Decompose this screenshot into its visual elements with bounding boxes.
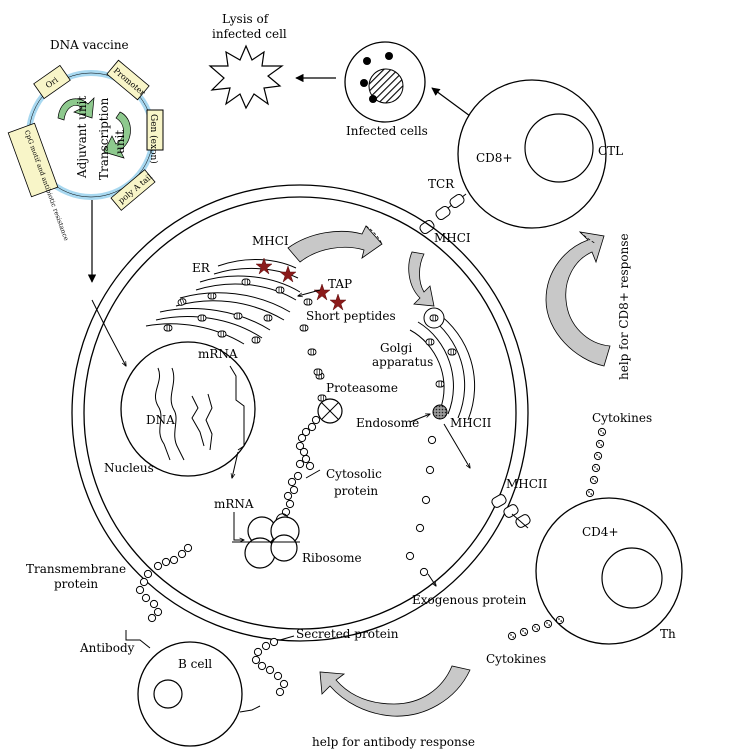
ribosome-label: Ribosome (302, 551, 362, 565)
lysis-group: Lysis of infected cell (208, 12, 336, 110)
help-cd8-label: help for CD8+ response (617, 233, 631, 380)
help-cd8-arrow (545, 231, 611, 367)
mhcii-mid-label: MHCII (450, 416, 492, 430)
proteasome-label: Proteasome (326, 381, 398, 395)
dna-vaccine-plasmid: DNA vaccine Ori Promoter Gen (exon) poly… (7, 38, 164, 242)
lysis-label-1: Lysis of (222, 12, 270, 26)
nucleus-label: Nucleus (104, 461, 154, 475)
th-cell: CD4+ Th (535, 497, 683, 645)
er-label: ER (192, 261, 211, 275)
proteasome (317, 394, 343, 424)
transmembrane-label-2: protein (54, 577, 98, 591)
vaccine-to-nucleus-arrow (91, 299, 126, 366)
transcription-unit-label-2: unit (113, 130, 127, 154)
plasmid-segment-ori: Ori (33, 64, 71, 100)
secreted-protein-chain (251, 637, 289, 697)
mrna-export-arrow (232, 451, 239, 478)
host-cell (71, 184, 529, 642)
ctl-label: CTL (598, 144, 623, 158)
cytosolic-label-1: Cytosolic (326, 467, 382, 481)
transmembrane-label-1: Transmembrane (26, 562, 126, 576)
antibody-line (125, 630, 151, 649)
cytokines-bottom-label: Cytokines (486, 652, 546, 666)
secreted-protein-label: Secreted protein (296, 627, 399, 641)
cytosolic-protein-chain (295, 415, 321, 471)
b-cell-antibody (239, 705, 261, 713)
golgi-apparatus (409, 311, 476, 421)
ctl-to-infected-arrow (431, 87, 471, 117)
mhcii-receptor (491, 494, 531, 529)
infected-cell-nucleus (368, 68, 404, 104)
tap-stars (255, 257, 347, 311)
dna-vaccine-label: DNA vaccine (50, 38, 129, 52)
infected-cell: Infected cells (344, 41, 428, 138)
cytosolic-label-2: protein (334, 484, 378, 498)
plasmid-segment-cpg: CpG motif and antibiotic resistance (7, 122, 70, 242)
tcr-receptor (419, 193, 467, 235)
exogenous-protein-label: Exogenous protein (412, 593, 527, 607)
mhcii-transport-arrow (443, 423, 470, 468)
dna-label: DNA (146, 413, 175, 427)
mhci-top-label: MHCI (252, 234, 289, 248)
svg-text:Gen (exon): Gen (exon) (148, 114, 159, 164)
th-label: Th (660, 627, 676, 641)
mhcii-low-label: MHCII (506, 477, 548, 491)
nucleus: mRNA DNA (120, 341, 256, 477)
help-antibody-label: help for antibody response (312, 735, 475, 749)
host-cell-outer-membrane (71, 184, 529, 642)
cd4-label: CD4+ (582, 525, 619, 539)
lysed-cell-starburst (208, 44, 284, 110)
adjuvant-curved-arrow (57, 97, 95, 121)
cytokines-top-beads (585, 427, 607, 498)
ctl-nucleus (524, 113, 594, 183)
mrna-cytoplasm-label: mRNA (214, 497, 254, 511)
mhci-transport-arrow (287, 225, 383, 263)
b-cell-nucleus (153, 679, 183, 709)
transcription-curved-arrow (103, 111, 131, 159)
endosome-label: Endosome (356, 416, 419, 430)
golgi-label-2: apparatus (372, 355, 433, 369)
transmembrane-protein-chain (135, 543, 193, 623)
exogenous-protein-vesicles (405, 435, 437, 577)
plasmid-segment-gene: Gen (exon) (146, 109, 164, 164)
transcription-unit-label-1: Transcription (97, 97, 111, 180)
b-cell: B cell (137, 641, 261, 747)
tcr-label: TCR (428, 177, 455, 191)
antibody-label: Antibody (79, 641, 135, 655)
host-cell-inner-membrane (83, 196, 517, 630)
ribosome (232, 513, 300, 569)
cytokines-top-label: Cytokines (592, 411, 652, 425)
endoplasmic-reticulum (145, 259, 301, 345)
endosome (432, 404, 448, 420)
plasmid-segment-promoter: Promoter (106, 59, 150, 101)
golgi-label-1: Golgi (380, 341, 412, 355)
lysis-label-2: infected cell (212, 27, 287, 41)
adjuvant-unit-label: Adjuvant unit (75, 96, 89, 179)
help-antibody-arrow (319, 665, 471, 717)
th-nucleus (601, 547, 663, 609)
b-cell-label: B cell (178, 657, 212, 671)
mrna-nucleus-label: mRNA (198, 347, 238, 361)
cd8-label: CD8+ (476, 151, 513, 165)
short-peptides-label: Short peptides (306, 309, 396, 323)
mhci-right-label: MHCI (434, 231, 471, 245)
ctl-cell: CD8+ CTL (457, 79, 623, 229)
ribosome-protein-chain (281, 471, 303, 517)
infected-cells-label: Infected cells (346, 124, 428, 138)
tap-label: TAP (328, 277, 352, 291)
